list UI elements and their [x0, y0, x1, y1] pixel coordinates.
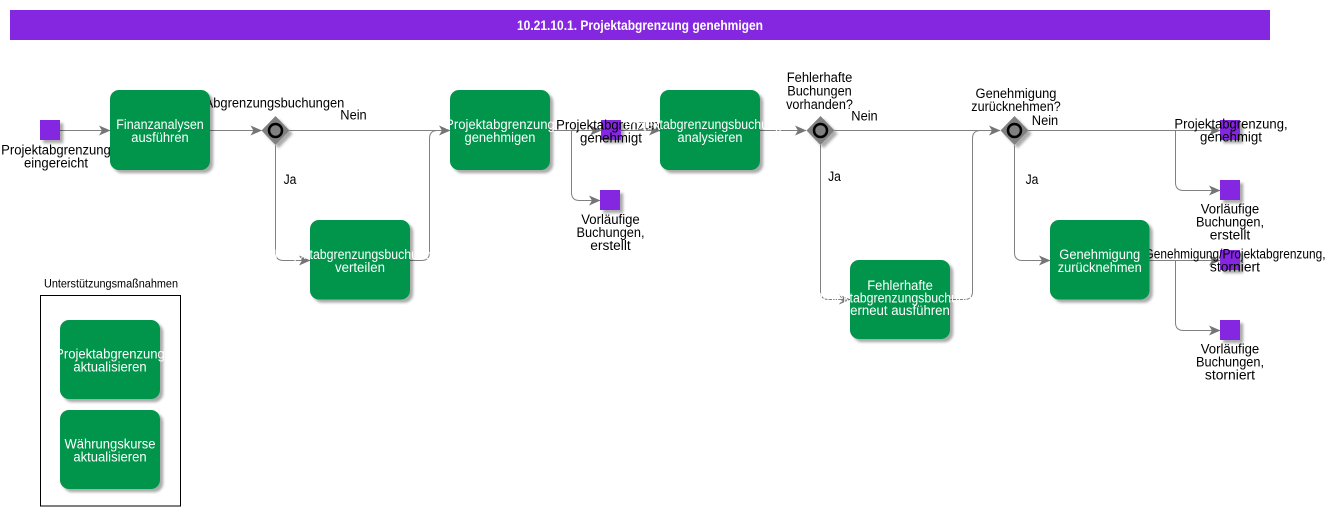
svg-text:zurücknehmen: zurücknehmen	[1058, 260, 1142, 275]
svg-text:Nein: Nein	[340, 108, 366, 123]
svg-text:aktualisieren: aktualisieren	[73, 360, 146, 375]
svg-text:Nein: Nein	[1032, 113, 1058, 128]
svg-text:Buchungen,: Buchungen,	[1196, 215, 1264, 230]
svg-text:genehmigt: genehmigt	[1200, 130, 1262, 145]
svg-text:storniert: storniert	[1210, 260, 1260, 275]
svg-text:verteilen: verteilen	[335, 260, 385, 275]
svg-text:aktualisieren: aktualisieren	[73, 450, 146, 465]
svg-text:Unterstützungsmaßnahmen: Unterstützungsmaßnahmen	[44, 277, 178, 291]
svg-text:Genehmigung/Projektabgrenzung,: Genehmigung/Projektabgrenzung,	[1145, 247, 1326, 262]
svg-text:eingereicht: eingereicht	[24, 156, 88, 171]
svg-text:Vorläufige: Vorläufige	[581, 212, 640, 227]
svg-text:Projektabgrenzung: Projektabgrenzung	[445, 117, 555, 132]
svg-text:erneut ausführen: erneut ausführen	[850, 303, 950, 318]
svg-text:Projektabgrenzungsbuchungen: Projektabgrenzungsbuchungen	[815, 291, 986, 306]
svg-text:Vorläufige: Vorläufige	[1201, 342, 1260, 357]
svg-text:Buchungen: Buchungen	[787, 84, 852, 99]
svg-text:Währungskurse: Währungskurse	[65, 437, 156, 452]
svg-text:storniert: storniert	[1205, 368, 1255, 383]
svg-text:Projektabgrenzungsbuchungen: Projektabgrenzungsbuchungen	[625, 117, 796, 132]
svg-text:Genehmigung: Genehmigung	[976, 86, 1057, 101]
svg-text:Fehlerhafte: Fehlerhafte	[867, 278, 933, 293]
svg-text:genehmigt: genehmigt	[580, 131, 642, 146]
svg-text:Projektabgrenzung: Projektabgrenzung	[1, 143, 111, 158]
svg-text:Finanzanalysen: Finanzanalysen	[116, 117, 203, 132]
svg-text:Nein: Nein	[851, 109, 877, 124]
svg-text:Vorläufige: Vorläufige	[1201, 202, 1260, 217]
svg-text:Projektabgrenzung: Projektabgrenzung	[55, 347, 165, 362]
svg-text:Ja: Ja	[828, 169, 841, 184]
svg-text:erstellt: erstellt	[1210, 228, 1251, 243]
svg-text:Buchungen,: Buchungen,	[577, 225, 645, 240]
svg-text:Ja: Ja	[284, 172, 297, 187]
svg-text:Fehlerhafte: Fehlerhafte	[787, 70, 853, 85]
svg-text:Buchungen,: Buchungen,	[1196, 355, 1264, 370]
svg-text:analysieren: analysieren	[678, 130, 743, 145]
svg-text:Genehmigung: Genehmigung	[1059, 247, 1140, 262]
svg-text:Projektabgrenzung: Projektabgrenzung	[556, 118, 666, 133]
svg-text:10.21.10.1. Projektabgrenzung: 10.21.10.1. Projektabgrenzung genehmigen	[517, 18, 763, 33]
svg-text:vorhanden?: vorhanden?	[786, 97, 853, 112]
svg-text:Projektabgrenzungsbuchungen: Projektabgrenzungsbuchungen	[275, 247, 446, 262]
svg-text:Projektabgrenzung,: Projektabgrenzung,	[1174, 117, 1287, 132]
svg-text:genehmigen: genehmigen	[465, 130, 536, 145]
svg-text:ausführen: ausführen	[131, 130, 188, 145]
svg-text:Abgrenzungsbuchungen: Abgrenzungsbuchungen	[205, 96, 345, 111]
svg-text:erstellt: erstellt	[590, 238, 631, 253]
svg-text:Ja: Ja	[1026, 172, 1039, 187]
svg-text:zurücknehmen?: zurücknehmen?	[971, 99, 1060, 114]
